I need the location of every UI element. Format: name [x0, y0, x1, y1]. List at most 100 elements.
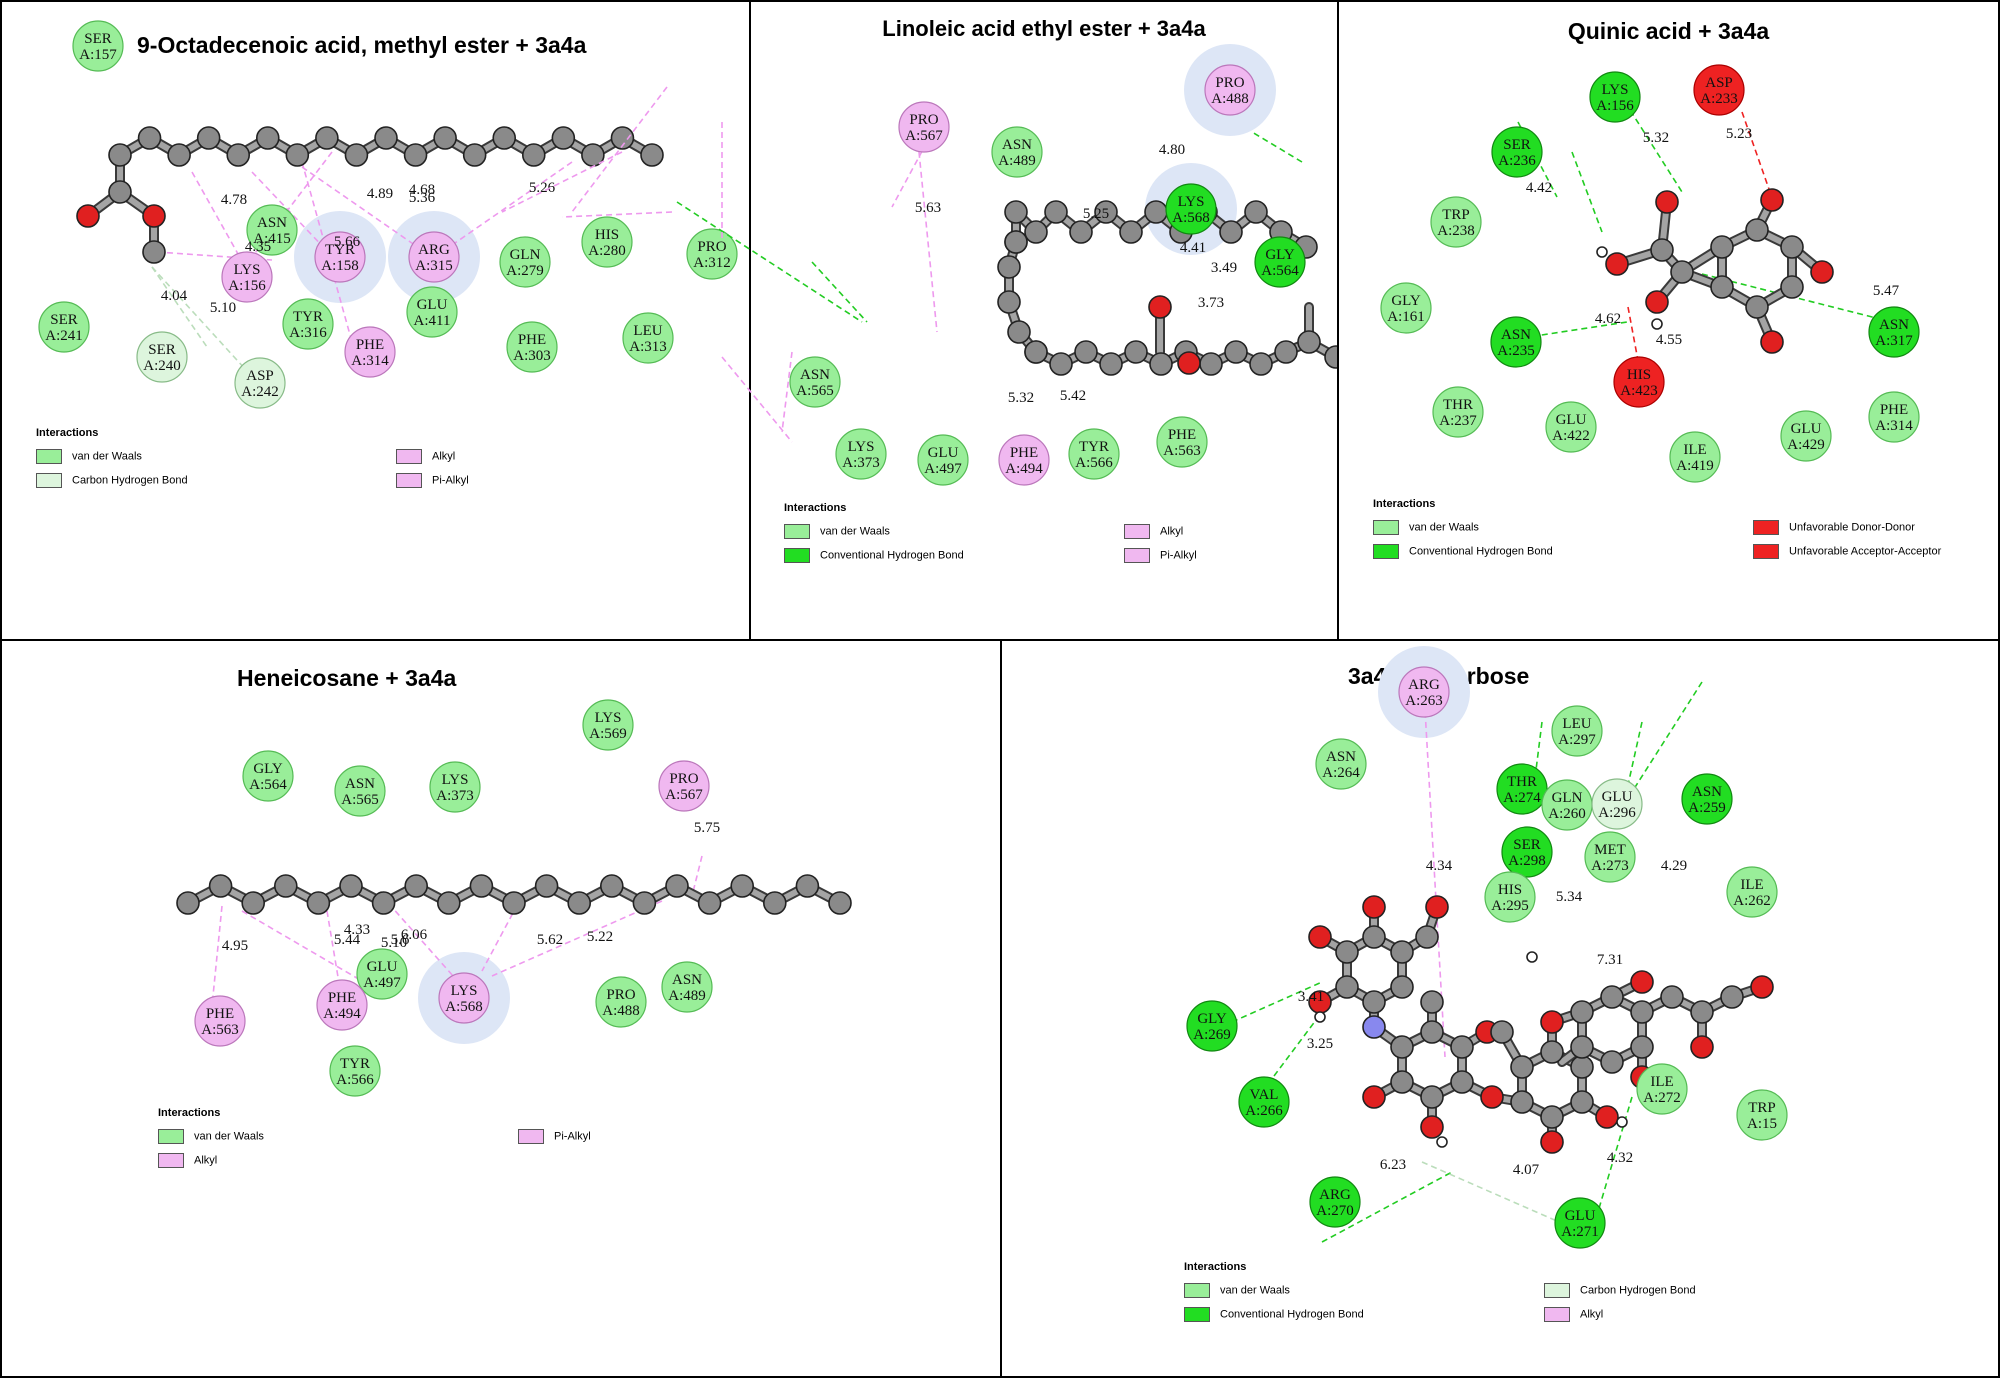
distance-label: 4.33 [344, 922, 370, 938]
distance-label: 5.10 [210, 300, 236, 316]
carbon-atom [436, 891, 461, 915]
carbon-atom [1390, 975, 1414, 999]
carbon-atom [997, 290, 1021, 314]
residue-number: A:270 [1316, 1203, 1354, 1219]
distance-label: 3.25 [1307, 1036, 1333, 1052]
residue-disc [234, 357, 286, 409]
carbon-atom [599, 874, 624, 898]
residue-disc [221, 251, 273, 303]
legend-label: Carbon Hydrogen Bond [1580, 1284, 1696, 1297]
carbon-atom [1390, 1070, 1414, 1094]
residue-disc [1868, 306, 1920, 358]
residue-number: A:488 [1211, 91, 1249, 107]
carbon-atom [433, 126, 457, 150]
carbon-atom [469, 874, 494, 898]
carbon-atom [1099, 352, 1123, 376]
legend-item: Carbon Hydrogen Bond [1544, 1283, 1696, 1298]
atom-layer [176, 874, 852, 915]
residue-disc [344, 326, 396, 378]
distance-label: 3.73 [1198, 295, 1224, 311]
residue-disc [1309, 1176, 1361, 1228]
distance-label: 5.22 [587, 929, 613, 945]
legend-swatch [1124, 524, 1150, 539]
residue-name: GLY [1265, 247, 1294, 263]
distance-label: 4.42 [1526, 180, 1552, 196]
distance-label: 6.06 [401, 927, 428, 943]
residue-number: A:567 [665, 787, 703, 803]
carbon-atom [1335, 940, 1359, 964]
carbon-atom [795, 874, 820, 898]
residue-number: A:158 [321, 258, 359, 274]
